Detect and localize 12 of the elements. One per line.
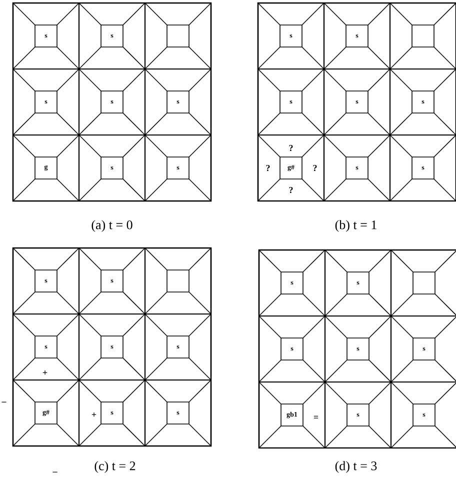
empty-square [412,24,434,48]
caption: (b) t = 1 [335,220,376,232]
empty-square [412,272,436,294]
empty-square [166,270,190,292]
question-mark: ? [313,164,317,172]
caption: (c) t = 2 [94,461,136,473]
empty-square [166,24,190,48]
caption: (a) t = 0 [92,220,132,232]
plus-sign: + [42,370,48,375]
equals-sign: = [314,416,318,418]
question-mark: ? [266,164,270,172]
caption: (d) t = 3 [335,461,377,473]
